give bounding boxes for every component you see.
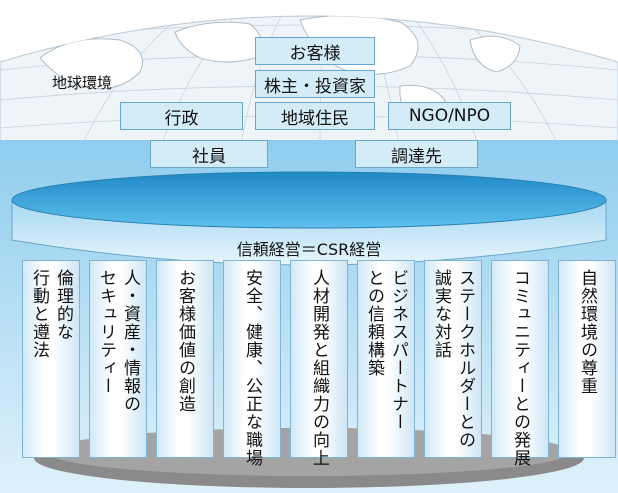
pillar-text: お客様価値の創造 — [157, 269, 213, 413]
pillar-label-line: お客様価値の創造 — [175, 269, 195, 413]
pillar-5: 人材開発と組織力の向上 — [290, 260, 348, 467]
pillar-label-line: 安全、健康、公正な職場 — [242, 269, 262, 467]
pillar-text: 自然環境の尊重 — [559, 269, 615, 395]
pillar-7: ステークホルダーとの誠実な対話 — [424, 260, 482, 458]
pillar-2: 人・資産・情報のセキュリティー — [89, 260, 147, 458]
pillar-label-line: セキュリティー — [96, 269, 116, 395]
pillar-1: 倫理的な行動と遵法 — [22, 260, 80, 458]
pillar-8: コミュニティーとの発展 — [491, 260, 549, 467]
pillar-text: 人・資産・情報のセキュリティー — [90, 269, 146, 413]
pillar-text: コミュニティーとの発展 — [492, 269, 548, 467]
stakeholder-customers: お客様 — [255, 37, 375, 65]
pillar-4: 安全、健康、公正な職場 — [223, 260, 281, 467]
stakeholder-shareholders: 株主・投資家 — [255, 70, 375, 98]
pillar-label-line: 自然環境の尊重 — [577, 269, 597, 395]
pillar-9: 自然環境の尊重 — [558, 260, 616, 458]
pillar-label-line: 人材開発と組織力の向上 — [309, 269, 329, 467]
pillar-3: お客様価値の創造 — [156, 260, 214, 458]
pillar-label-line: 行動と遵法 — [29, 269, 49, 359]
globe-label: 地球環境 — [52, 74, 113, 92]
pillar-text: ステークホルダーとの誠実な対話 — [425, 269, 481, 449]
pillar-label-line: 人・資産・情報の — [120, 269, 140, 413]
pillar-label-line: 倫理的な — [53, 269, 73, 341]
stakeholder-ngo: NGO/NPO — [388, 102, 511, 130]
stakeholder-residents: 地域住民 — [255, 102, 375, 130]
pillar-text: 人材開発と組織力の向上 — [291, 269, 347, 467]
pillar-text: ビジネスパートナーとの信頼構築 — [358, 269, 414, 431]
pillar-text: 安全、健康、公正な職場 — [224, 269, 280, 467]
stakeholder-suppliers: 調達先 — [355, 140, 478, 168]
pillar-6: ビジネスパートナーとの信頼構築 — [357, 260, 415, 458]
pillar-label-line: コミュニティーとの発展 — [510, 269, 530, 467]
pillar-text: 倫理的な行動と遵法 — [23, 269, 79, 359]
stakeholder-government: 行政 — [120, 102, 243, 130]
stakeholder-employees: 社員 — [150, 140, 268, 168]
pillar-label-line: 誠実な対話 — [431, 269, 451, 359]
platform-label: 信頼経営＝CSR経営 — [236, 240, 382, 259]
pillar-label-line: との信頼構築 — [364, 269, 384, 377]
pillar-label-line: ビジネスパートナー — [388, 269, 408, 431]
pillar-label-line: ステークホルダーとの — [455, 269, 475, 449]
